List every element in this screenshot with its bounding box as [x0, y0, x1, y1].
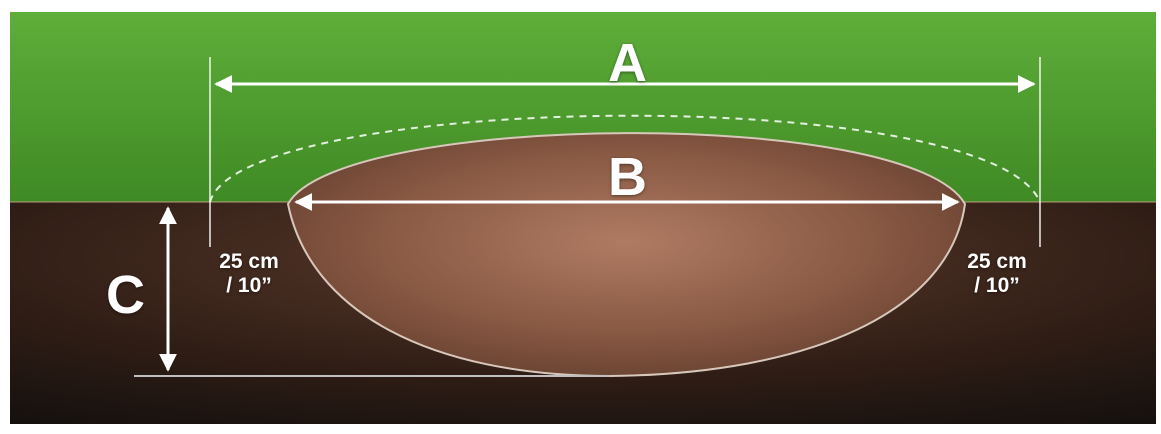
right-offset-note: 25 cm / 10”: [954, 250, 1040, 298]
label-c: C: [106, 268, 145, 322]
right-offset-line1: 25 cm: [954, 250, 1040, 274]
left-offset-line2: / 10”: [206, 274, 292, 298]
right-offset-line2: / 10”: [954, 274, 1040, 298]
label-b: B: [608, 150, 647, 204]
diagram-drawing: [10, 12, 1156, 424]
lawn-hole-diagram: A B C 25 cm / 10” 25 cm / 10”: [10, 12, 1156, 424]
left-offset-line1: 25 cm: [206, 250, 292, 274]
label-a: A: [608, 36, 647, 90]
left-offset-note: 25 cm / 10”: [206, 250, 292, 298]
